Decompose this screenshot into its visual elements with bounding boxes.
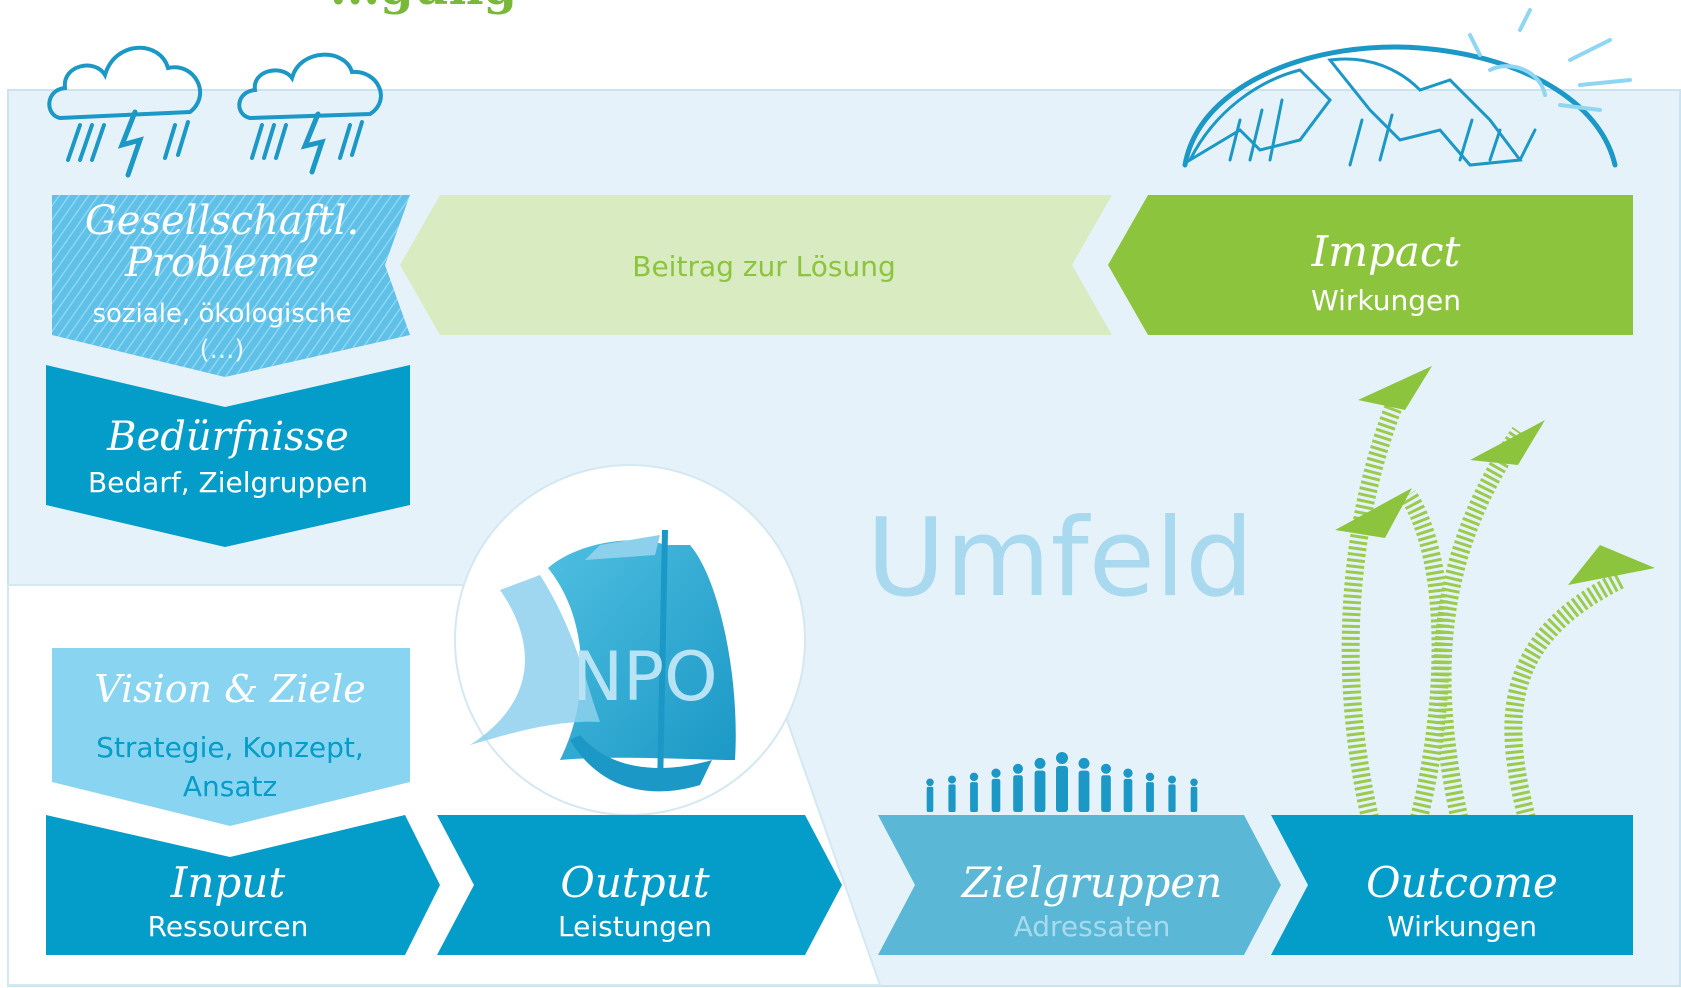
person-head xyxy=(926,778,934,787)
person-body xyxy=(1146,782,1154,812)
outcome-sub: Wirkungen xyxy=(1387,910,1537,943)
outcome-box xyxy=(1271,815,1633,955)
vision-sub-2: Ansatz xyxy=(183,770,277,803)
person-body xyxy=(991,778,1001,812)
person-body xyxy=(1078,770,1090,812)
problems-box xyxy=(52,195,410,377)
person-head xyxy=(991,768,1001,778)
person-body xyxy=(1034,770,1046,812)
problems-title-2: Probleme xyxy=(124,240,319,286)
input-box xyxy=(46,815,440,955)
contribution-label: Beitrag zur Lösung xyxy=(632,250,895,283)
person-body xyxy=(1123,778,1133,812)
person-head xyxy=(1145,772,1155,782)
needs-title: Bedürfnisse xyxy=(106,414,349,460)
storm-cloud-icon xyxy=(47,45,383,178)
person-head xyxy=(1123,768,1133,778)
output-sub: Leistungen xyxy=(558,910,712,943)
person-body xyxy=(1101,775,1111,812)
output-title: Output xyxy=(560,858,709,907)
contribution-arrow xyxy=(400,195,1112,335)
output-box xyxy=(437,815,842,955)
impact-sub: Wirkungen xyxy=(1311,284,1461,317)
person-head xyxy=(1101,763,1111,774)
npo-label: NPO xyxy=(572,638,717,717)
person-head xyxy=(1190,778,1198,787)
impact-title: Impact xyxy=(1311,227,1461,276)
needs-sub: Bedarf, Zielgruppen xyxy=(88,466,368,499)
outcome-title: Outcome xyxy=(1366,858,1558,907)
input-sub: Ressourcen xyxy=(148,910,309,943)
person-body xyxy=(1013,775,1023,812)
target-groups-box xyxy=(878,815,1281,955)
impact-box xyxy=(1108,195,1633,335)
person-head xyxy=(948,775,956,784)
person-head xyxy=(1168,775,1176,784)
people-crowd-icon xyxy=(926,752,1198,812)
person-body xyxy=(1056,766,1068,812)
environment-label: Umfeld xyxy=(866,496,1253,621)
vision-box xyxy=(52,648,410,826)
growth-arrowheads xyxy=(1335,366,1655,585)
person-head xyxy=(1078,757,1090,769)
vision-title: Vision & Ziele xyxy=(94,667,366,711)
problems-sub-1: soziale, ökologische xyxy=(92,299,351,329)
needs-box xyxy=(46,365,410,547)
globe-sun-icon xyxy=(1182,8,1632,168)
growth-arrows-icon xyxy=(1341,394,1625,833)
person-body xyxy=(1168,784,1176,812)
input-title: Input xyxy=(170,858,286,907)
target-groups-title: Zielgruppen xyxy=(960,858,1223,907)
person-head xyxy=(1056,752,1068,764)
problems-title-1: Gesellschaftl. xyxy=(85,198,359,244)
person-head xyxy=(1013,763,1023,774)
person-body xyxy=(948,784,956,812)
person-body xyxy=(1190,786,1198,812)
header-title: ...gung xyxy=(330,0,517,16)
ship-icon xyxy=(470,529,736,792)
person-head xyxy=(1034,757,1046,769)
vision-sub-1: Strategie, Konzept, xyxy=(96,731,364,764)
person-head xyxy=(969,772,979,782)
person-body xyxy=(926,786,934,812)
problems-sub-2: (...) xyxy=(199,335,244,365)
target-groups-sub: Adressaten xyxy=(1014,910,1171,943)
person-body xyxy=(970,782,978,812)
